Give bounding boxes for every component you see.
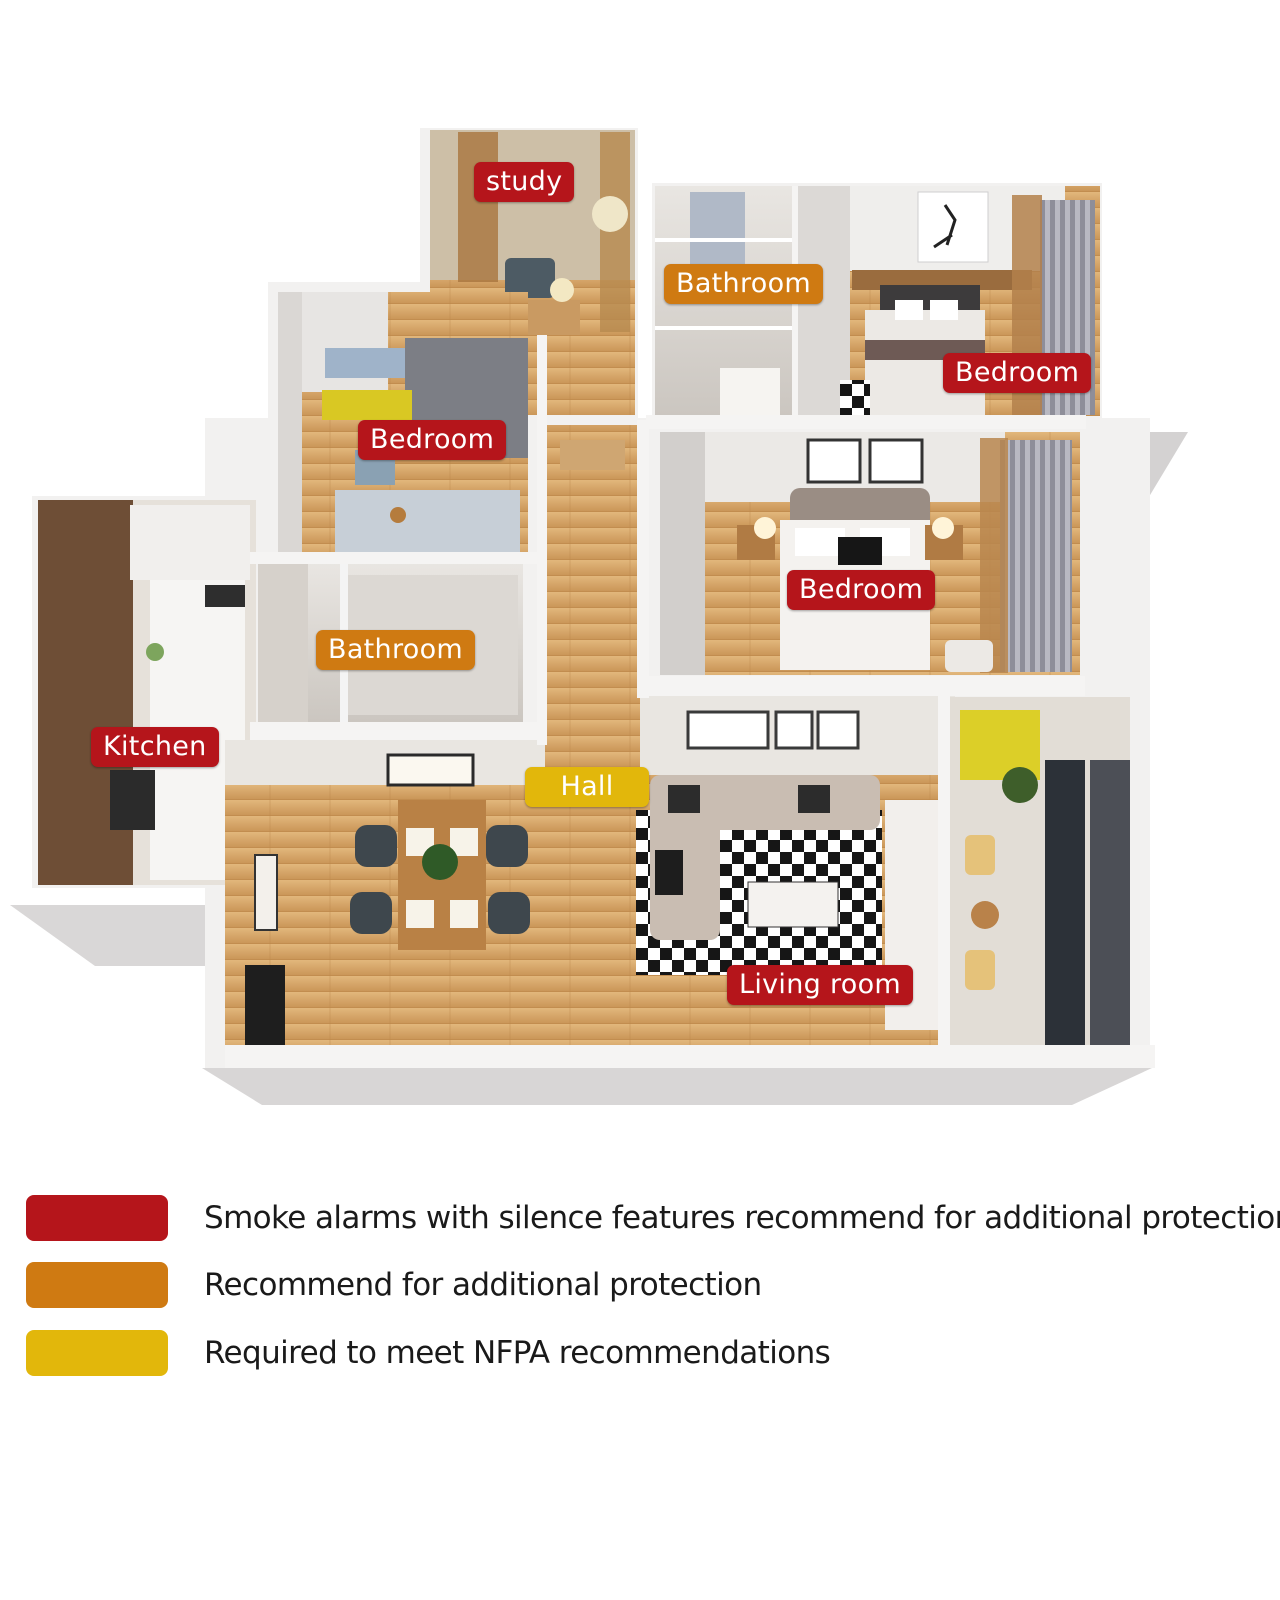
room-tag-bathroom-top: Bathroom — [664, 264, 824, 304]
legend-text-red: Smoke alarms with silence features recom… — [204, 1200, 1280, 1236]
legend-swatch-orange — [26, 1262, 168, 1308]
legend-item-orange: Recommend for additional protection — [26, 1262, 762, 1308]
legend-swatch-red — [26, 1195, 168, 1241]
room-tag-study: study — [474, 162, 575, 202]
legend-text-yellow: Required to meet NFPA recommendations — [204, 1335, 831, 1371]
room-tag-bedroom-master: Bedroom — [943, 353, 1092, 393]
room-tag-living-room: Living room — [727, 965, 914, 1005]
floor-plan — [10, 128, 1188, 1105]
legend-item-yellow: Required to meet NFPA recommendations — [26, 1330, 831, 1376]
room-tag-bedroom-center: Bedroom — [787, 570, 936, 610]
interior-walls — [225, 186, 1155, 1068]
legend-swatch-yellow — [26, 1330, 168, 1376]
balcony-room — [950, 697, 1130, 1047]
room-tag-bathroom-left: Bathroom — [316, 630, 476, 670]
legend-text-orange: Recommend for additional protection — [204, 1267, 762, 1303]
room-tag-hall: Hall — [525, 767, 649, 807]
center-bedroom-room — [660, 432, 1080, 675]
room-tag-bedroom-kids: Bedroom — [358, 420, 507, 460]
legend-item-red: Smoke alarms with silence features recom… — [26, 1195, 1280, 1241]
room-tag-kitchen: Kitchen — [91, 727, 219, 767]
kitchen-room — [38, 500, 256, 885]
